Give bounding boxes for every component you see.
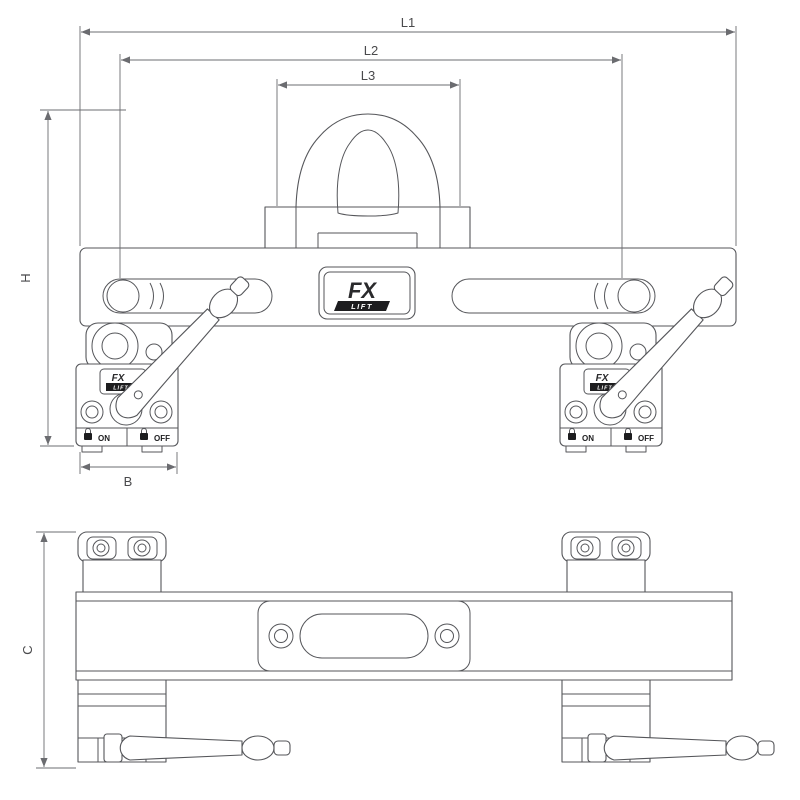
on-switch-label: ON [84,428,110,443]
block-top-cap [77,531,167,563]
dim-l1: L1 [79,15,737,246]
magnet-pole-right [149,400,173,424]
dimension-annotations: L1 L2 L3 H B [18,15,737,769]
handle-arm [119,735,243,761]
dim-h-label: H [18,273,33,282]
right-slot [451,278,656,314]
lifting-eye [295,113,441,208]
on-label: ON [98,434,110,443]
left-magnet-unit: FX LIFT ON OFF [75,276,250,453]
bottom-beam [75,591,733,681]
magnet-pole-left [80,400,104,424]
handle-knob [241,735,275,761]
off-switch-label: OFF [140,428,170,443]
mini-logo-lift-text: LIFT [113,386,129,392]
eye-base-plate [264,206,471,249]
handle-cap [273,740,291,756]
handle-bolt [133,390,143,400]
mini-logo-fx-text: FX [112,373,126,384]
magnet-foot [141,445,163,453]
left-slot-pin [106,279,140,313]
left-foot-block [77,531,291,763]
logo-lift-text: LIFT [351,302,373,311]
dim-l3: L3 [276,68,461,206]
dim-l1-label: L1 [401,15,415,30]
dim-c-label: C [20,645,35,654]
block-neck [82,559,162,595]
front-view: FX LIFT FX LIFT [75,113,740,453]
bottom-view [75,531,775,763]
logo-bar [334,301,390,311]
dim-b: B [79,452,178,489]
magnet-foot [81,445,103,453]
handle-cap [229,276,250,297]
logo-fx-text: FX [348,278,377,303]
center-slide [257,600,471,672]
slide-hole-left [268,623,294,649]
dim-h: H [18,109,126,447]
dim-l3-label: L3 [361,68,375,83]
handle-arm [115,308,220,419]
slide-slot [299,613,429,659]
dim-c: C [20,531,76,769]
slide-hole-right [434,623,460,649]
dim-l2: L2 [119,43,623,278]
handle-hub [103,733,123,763]
fx-lift-logo: FX LIFT [318,266,416,320]
lifting-eye-hole [336,129,400,217]
bottom-handle [103,733,291,763]
dim-b-label: B [124,474,133,489]
off-label: OFF [154,434,170,443]
left-slot [102,278,273,314]
right-slot-pin [617,279,651,313]
block-lower-body [77,679,167,739]
dim-l2-label: L2 [364,43,378,58]
magnet-handle [115,276,250,419]
